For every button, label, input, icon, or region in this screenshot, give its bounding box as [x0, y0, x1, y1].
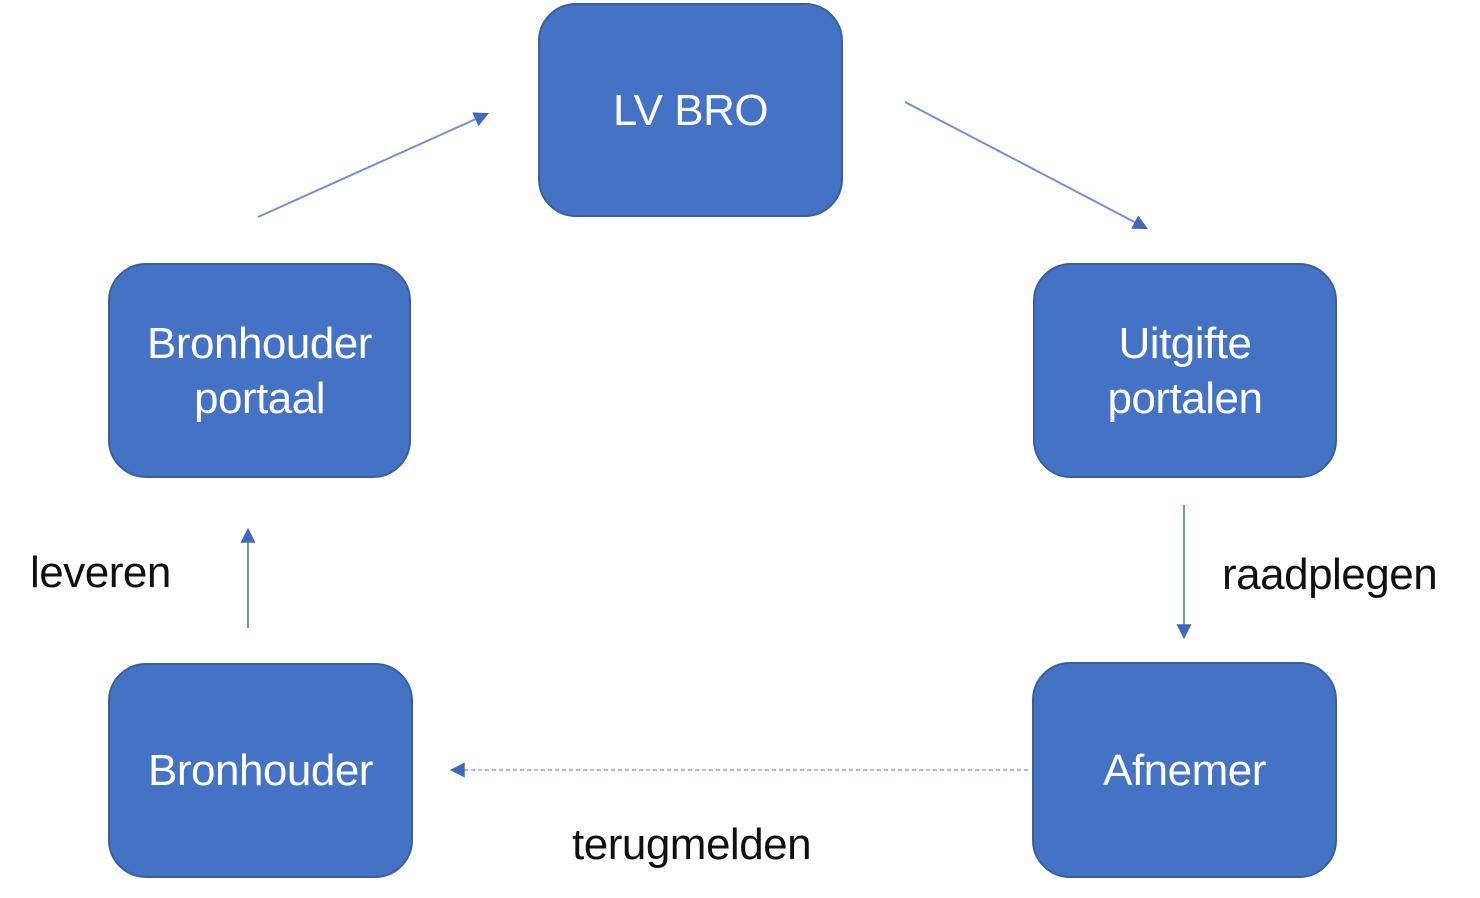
node-bronhouder-label: Bronhouder	[148, 746, 373, 795]
node-afnemer-label: Afnemer	[1103, 745, 1266, 795]
edge-label-raadplegen: raadplegen	[1222, 550, 1438, 599]
edge-label-terugmelden: terugmelden	[572, 820, 812, 869]
node-bronhouder: Bronhouder	[108, 663, 413, 878]
node-uitgifte-portalen: Uitgifte portalen	[1033, 263, 1337, 478]
arrow-lvbro-to-uitgifteportalen	[904, 101, 1148, 230]
node-lv-bro-label: LV BRO	[612, 85, 769, 135]
node-bronhouder-portaal-label: Bronhouder portaal	[147, 318, 372, 423]
node-uitgifte-portalen-label: Uitgifte portalen	[1107, 318, 1263, 423]
node-lv-bro: LV BRO	[538, 3, 843, 217]
edge-label-leveren: leveren	[30, 548, 171, 597]
node-bronhouder-portaal: Bronhouder portaal	[108, 263, 411, 478]
node-afnemer: Afnemer	[1032, 662, 1337, 878]
arrow-bronhouderportaal-to-lvbro	[257, 112, 490, 218]
